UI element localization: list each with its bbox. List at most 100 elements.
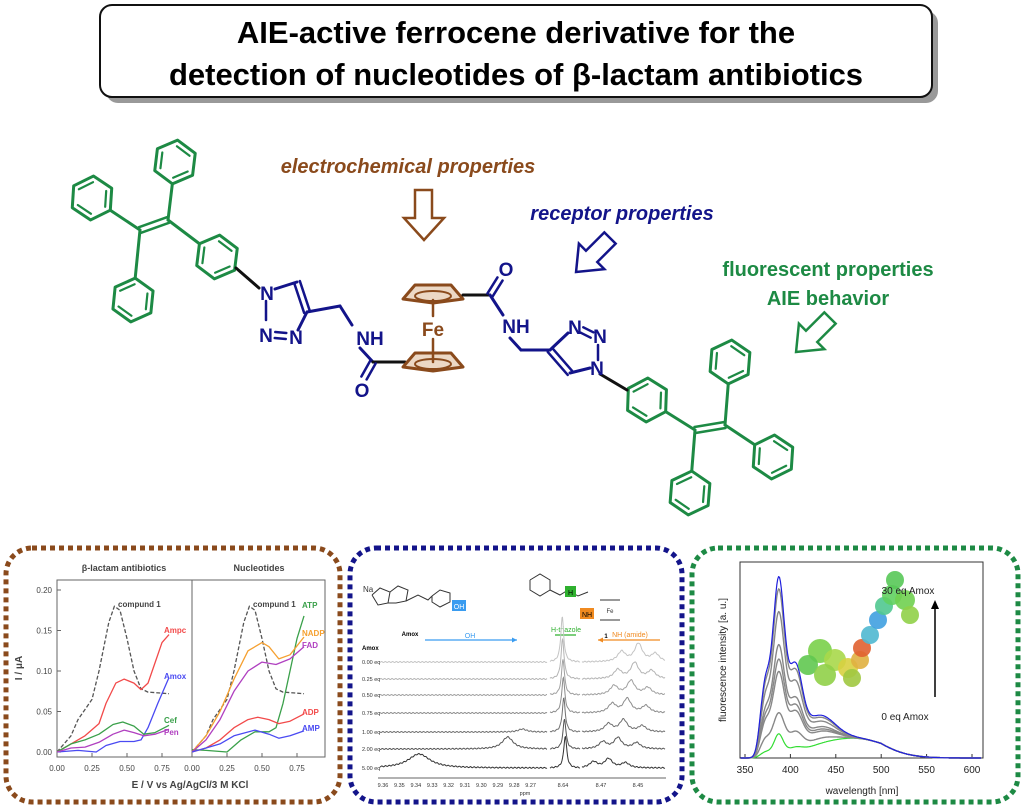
x-tick-label: 8.45 — [633, 783, 644, 789]
aromatic-bond — [159, 151, 164, 170]
series-label: FAD — [302, 641, 318, 650]
oh-box-label: OH — [454, 604, 465, 611]
h-box-label: H — [568, 590, 573, 597]
oxygen-atom: O — [499, 260, 514, 281]
trace-label: 1.00 eq — [362, 730, 380, 736]
nmr-trace — [581, 757, 666, 769]
bond — [360, 359, 372, 378]
series-label: Ampc — [164, 626, 187, 635]
x-tick-label: 9.32 — [443, 783, 454, 789]
series-label: compund 1 — [253, 600, 296, 609]
x-tick-label: 600 — [964, 765, 981, 776]
series-label: ATP — [302, 601, 318, 610]
nmr-trace — [581, 696, 666, 714]
aromatic-bond — [172, 170, 189, 179]
y-tick-label: 0.00 — [36, 748, 52, 757]
surface-blob — [843, 669, 861, 687]
nitrogen-atom: N — [289, 328, 303, 349]
annotation-30eq: 30 eq Amox — [882, 586, 935, 597]
x-tick-label: 9.28 — [509, 783, 520, 789]
nh-label: NH (amide) — [612, 632, 648, 639]
aromatic-bond — [104, 189, 108, 208]
series-line-amox — [56, 677, 170, 753]
compound-label: 1 — [604, 634, 608, 640]
nmr-trace — [549, 735, 581, 769]
surface-blob — [901, 606, 919, 624]
bond — [365, 362, 377, 381]
nitrogen-atom: N — [568, 318, 582, 339]
x-tick-label: 500 — [873, 765, 890, 776]
bond — [546, 350, 569, 377]
nmr-trace — [581, 718, 666, 733]
series-line-atp — [191, 615, 305, 753]
structure-bond — [529, 573, 551, 597]
series-line-cef — [56, 721, 170, 753]
phenyl-ring — [153, 138, 197, 186]
bond — [579, 331, 592, 339]
structure-bond — [371, 587, 391, 606]
subplot-title: β-lactam antibiotics — [82, 563, 167, 573]
aromatic-bond — [213, 265, 231, 274]
alkene-bond — [694, 426, 727, 435]
bond — [568, 366, 592, 375]
aromatic-bond — [701, 485, 706, 504]
nmr-trace — [549, 638, 581, 680]
surface-blob — [798, 655, 818, 675]
bond — [598, 372, 629, 392]
x-tick-label: 9.31 — [460, 783, 471, 789]
h-highlight-box — [565, 586, 576, 597]
nh-atom: NH — [502, 317, 529, 338]
y-axis-title: fluorescence intensity [a. u.] — [718, 598, 729, 722]
nmr-trace — [379, 693, 547, 697]
iron-label: Fe — [606, 609, 614, 615]
receptor-label: receptor properties — [530, 203, 713, 225]
nmr-trace — [379, 752, 548, 769]
fluorescent-label: fluorescent properties — [722, 259, 933, 281]
bond — [292, 281, 306, 315]
x-tick-label: 9.36 — [378, 783, 389, 789]
nmr-trace — [581, 679, 666, 696]
iron-atom: Fe — [422, 320, 444, 341]
phenyl-ring — [751, 433, 795, 481]
aromatic-bond — [757, 447, 761, 466]
surface-blob — [869, 611, 887, 629]
bond — [582, 326, 595, 334]
title-line-1: AIE-active ferrocene derivative for the — [237, 15, 795, 50]
y-tick-label: 0.10 — [36, 667, 52, 676]
aromatic-bond — [772, 440, 789, 452]
bond — [166, 182, 174, 222]
arrow-head-icon — [512, 637, 517, 643]
bond — [723, 382, 730, 427]
arrow-diagonal-icon — [574, 230, 618, 274]
nh-box-label: NH — [582, 612, 592, 619]
x-tick-label: 8.64 — [558, 783, 569, 789]
bond — [273, 336, 287, 341]
nmr-trace — [581, 661, 666, 680]
arrow-up-icon — [931, 600, 939, 609]
x-tick-label: 9.27 — [525, 783, 536, 789]
bond — [548, 331, 570, 352]
bond — [723, 423, 757, 447]
nmr-panel-frame — [347, 545, 685, 805]
aromatic-bond — [730, 345, 746, 357]
triazole-label: H-triazole — [551, 627, 581, 634]
nmr-trace — [549, 659, 581, 696]
series-title: Amox — [362, 646, 379, 652]
x-tick-label: 450 — [827, 765, 844, 776]
series-line-fad — [191, 646, 305, 753]
nmr-trace — [549, 697, 581, 733]
trace-label: 2.00 eq — [362, 747, 380, 753]
nmr-trace — [549, 676, 581, 714]
x-axis-title: wavelength [nm] — [825, 786, 899, 797]
nmr-trace — [581, 642, 666, 663]
bond — [491, 279, 504, 298]
x-tick-label: 9.33 — [427, 783, 438, 789]
alkene-bond — [693, 420, 726, 429]
nmr-trace — [379, 728, 548, 734]
surface-blob — [886, 571, 904, 589]
subplot-title: Nucleotides — [233, 563, 284, 573]
sodium-label: Na — [363, 585, 374, 594]
